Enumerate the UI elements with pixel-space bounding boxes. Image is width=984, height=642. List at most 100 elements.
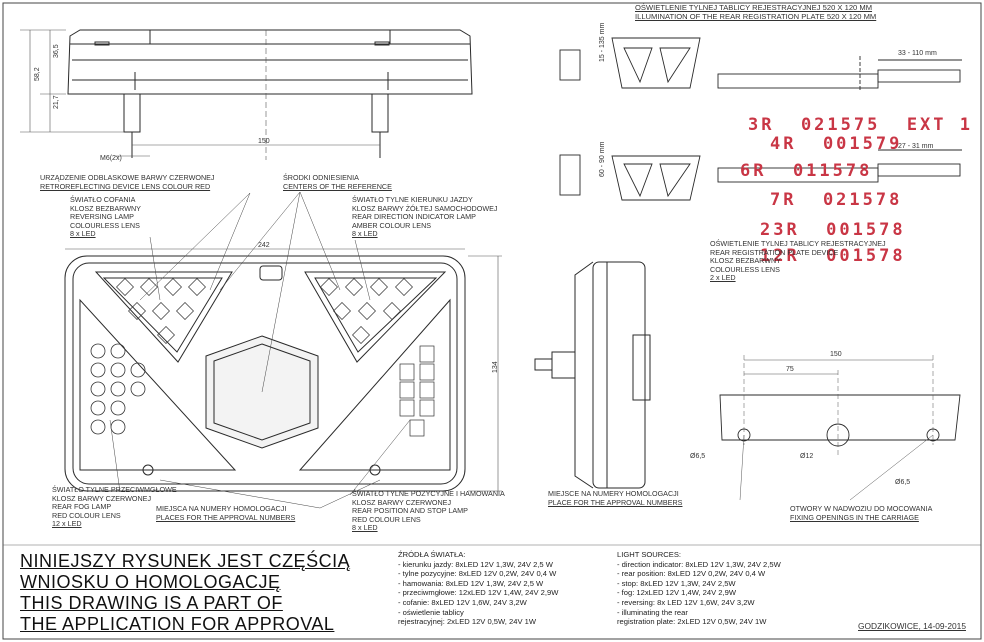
- footer-place-date: GODZIKOWICE, 14-09-2015: [858, 621, 966, 631]
- plate-lamp-section-2: [717, 149, 962, 183]
- approval-stamp-6: 12R 001578: [760, 246, 906, 266]
- callout-text: AMBER COLOUR LENS: [352, 220, 432, 230]
- lamp-top-view: [67, 29, 473, 158]
- callout-text: OTWORY W NADWOZIU DO MOCOWANIA: [790, 504, 933, 513]
- bracket-detail-2: [559, 154, 701, 201]
- list-item: - cofanie: 8xLED 12V 1,6W, 24V 3,2W: [398, 597, 527, 607]
- lamp-side-view: [534, 261, 651, 489]
- callout-text: PLACE FOR THE APPROVAL NUMBERS: [548, 497, 683, 507]
- dim-lower-height: 21,7: [53, 95, 60, 109]
- callout-text: MIEJSCA NA NUMERY HOMOLOGACJI: [156, 504, 287, 513]
- led-cluster-position: [399, 345, 435, 437]
- list-item: - przeciwmgłowe: 12xLED 12V 1,4W, 24V 2,…: [398, 588, 559, 598]
- dim-bracket-range-1: 15 - 135 mm: [599, 23, 606, 62]
- callout-centers: ŚRODKI ODNIESIENIA CENTERS OF THE REFERE…: [283, 173, 392, 191]
- approval-stamp-1: 3R 021575 EXT 1: [748, 115, 973, 135]
- callout-text: RED COLOUR LENS: [52, 510, 121, 520]
- callout-text: ŚRODKI ODNIESIENIA: [283, 173, 359, 182]
- list-item: LIGHT SOURCES:: [617, 550, 681, 559]
- callout-text: FIXING OPENINGS IN THE CARRIAGE: [790, 512, 919, 522]
- callout-text: URZĄDZENIE ODBLASKOWE BARWY CZERWONEJ: [40, 173, 215, 182]
- fixing-holes-detail: [719, 355, 961, 501]
- list-item: ŹRÓDŁA ŚWIATŁA:: [398, 550, 466, 559]
- dim-height: 134: [492, 361, 499, 373]
- callout-plate-light: OŚWIETLENIE TYLNEJ TABLICY REJESTRACYJNE…: [710, 239, 886, 283]
- led-cluster-reversing: [116, 278, 206, 344]
- plate-title-pl: OŚWIETLENIE TYLNEJ TABLICY REJESTRACYJNE…: [635, 3, 873, 12]
- callout-text: KLOSZ BEZBARWNY: [70, 203, 141, 213]
- dim-bracket-range-2: 60 - 90 mm: [599, 141, 606, 177]
- list-item: - reversing: 8x LED 12V 1,6W, 24V 3,2W: [617, 597, 755, 607]
- callout-approval-place: MIEJSCE NA NUMERY HOMOLOGACJI PLACE FOR …: [548, 489, 683, 507]
- callout-text: RED COLOUR LENS: [352, 514, 421, 524]
- callout-text: REVERSING LAMP: [70, 212, 134, 222]
- callout-reversing: ŚWIATŁO COFANIA KLOSZ BEZBARWNY REVERSIN…: [70, 195, 141, 239]
- statement-line-4: THE APPLICATION FOR APPROVAL: [20, 614, 335, 634]
- callout-text: REAR POSITION AND STOP LAMP: [352, 506, 468, 516]
- dim-hole-half: 75: [786, 366, 794, 373]
- dim-plate-offset-2: 27 - 31 mm: [898, 143, 934, 150]
- lamp-front-view: [64, 255, 466, 492]
- callout-text: ŚWIATŁO TYLNE POZYCYJNE I HAMOWANIA: [352, 489, 505, 498]
- callout-text: 8 x LED: [70, 229, 96, 239]
- dim-hole-d2: Ø12: [800, 453, 813, 460]
- statement-line-2: WNIOSKU O HOMOLOGACJĘ: [20, 572, 281, 592]
- callout-text: OŚWIETLENIE TYLNEJ TABLICY REJESTRACYJNE…: [710, 239, 886, 248]
- callout-text: ŚWIATŁO TYLNE KIERUNKU JAZDY: [352, 195, 473, 204]
- list-item: - direction indicator: 8xLED 12V 1,3W, 2…: [617, 559, 781, 569]
- light-sources-pl: ŹRÓDŁA ŚWIATŁA: - kierunku jazdy: 8xLED …: [398, 550, 558, 627]
- list-item: - kierunku jazdy: 8xLED 12V 1,3W, 24V 2,…: [398, 559, 553, 569]
- callout-text: COLOURLESS LENS: [70, 220, 140, 230]
- led-cluster-indicator: [320, 278, 413, 344]
- dim-hole-d1: Ø6,5: [690, 453, 705, 460]
- callout-text: COLOURLESS LENS: [710, 264, 780, 274]
- callout-text: MIEJSCE NA NUMERY HOMOLOGACJI: [548, 489, 679, 498]
- plate-title-en: ILLUMINATION OF THE REAR REGISTRATION PL…: [635, 11, 877, 21]
- callout-approval-places: MIEJSCA NA NUMERY HOMOLOGACJI PLACES FOR…: [156, 504, 296, 522]
- callout-text: REAR FOG LAMP: [52, 502, 112, 512]
- callout-text: KLOSZ BARWY CZERWONEJ: [352, 497, 452, 507]
- callout-indicator: ŚWIATŁO TYLNE KIERUNKU JAZDY KLOSZ BARWY…: [352, 195, 498, 239]
- statement-line-3: THIS DRAWING IS A PART OF: [20, 593, 283, 613]
- dim-hole-spacing: 150: [830, 351, 842, 358]
- plate-lamp-section-1: [717, 56, 962, 90]
- dim-width: 242: [258, 242, 270, 249]
- led-cluster-fog: [90, 343, 146, 435]
- callout-fixing-openings: OTWORY W NADWOZIU DO MOCOWANIA FIXING OP…: [790, 504, 933, 522]
- list-item: - illuminating the rear: [617, 607, 688, 617]
- callout-text: ŚWIATŁO TYLNE PRZECIWMGŁOWE: [52, 485, 177, 494]
- callout-text: 12 x LED: [52, 519, 82, 529]
- callout-position-stop: ŚWIATŁO TYLNE POZYCYJNE I HAMOWANIA KLOS…: [352, 489, 505, 533]
- callout-text: ŚWIATŁO COFANIA: [70, 195, 136, 204]
- callout-retroreflector: URZĄDZENIE ODBLASKOWE BARWY CZERWONEJ RE…: [40, 173, 215, 191]
- list-item: - rear position: 8xLED 12V 0,2W, 24V 0,4…: [617, 569, 766, 579]
- plate-title: OŚWIETLENIE TYLNEJ TABLICY REJESTRACYJNE…: [635, 3, 877, 21]
- callout-text: 8 x LED: [352, 229, 378, 239]
- dim-total-height: 58,2: [34, 67, 41, 81]
- approval-stamp-4: 7R 021578: [770, 190, 903, 210]
- dim-upper-height: 36,5: [53, 44, 60, 58]
- callout-text: 8 x LED: [352, 523, 378, 533]
- dim-bolt-spacing: 150: [258, 138, 270, 145]
- callout-text: PLACES FOR THE APPROVAL NUMBERS: [156, 512, 296, 522]
- dim-plate-offset-1: 33 - 110 mm: [898, 50, 937, 57]
- list-item: - oświetlenie tablicy: [398, 607, 464, 617]
- callout-text: KLOSZ BARWY ŻÓŁTEJ SAMOCHODOWEJ: [352, 203, 498, 213]
- callout-text: 2 x LED: [710, 273, 736, 283]
- callout-text: CENTERS OF THE REFERENCE: [283, 181, 392, 191]
- callout-text: KLOSZ BEZBARWNY: [710, 256, 781, 266]
- light-sources-en: LIGHT SOURCES: - direction indicator: 8x…: [617, 550, 781, 627]
- statement-line-1: NINIEJSZY RYSUNEK JEST CZĘŚCIĄ: [20, 551, 351, 571]
- list-item: registration plate: 2xLED 12V 0,5W, 24V …: [617, 617, 767, 627]
- approval-stamp-3: 6R 011578: [740, 161, 873, 181]
- dim-hole-d3: Ø6,5: [895, 479, 910, 486]
- callout-text: RETROREFLECTING DEVICE LENS COLOUR RED: [40, 181, 211, 191]
- callout-text: KLOSZ BARWY CZERWONEJ: [52, 493, 152, 503]
- list-item: - fog: 12xLED 12V 1,4W, 24V 2,9W: [617, 588, 737, 598]
- callout-fog: ŚWIATŁO TYLNE PRZECIWMGŁOWE KLOSZ BARWY …: [52, 485, 177, 529]
- bracket-detail-1: [559, 37, 701, 89]
- callout-text: REAR REGISTRATION PLATE DEVICE: [710, 247, 839, 257]
- dim-thread: M6(2x): [100, 155, 122, 162]
